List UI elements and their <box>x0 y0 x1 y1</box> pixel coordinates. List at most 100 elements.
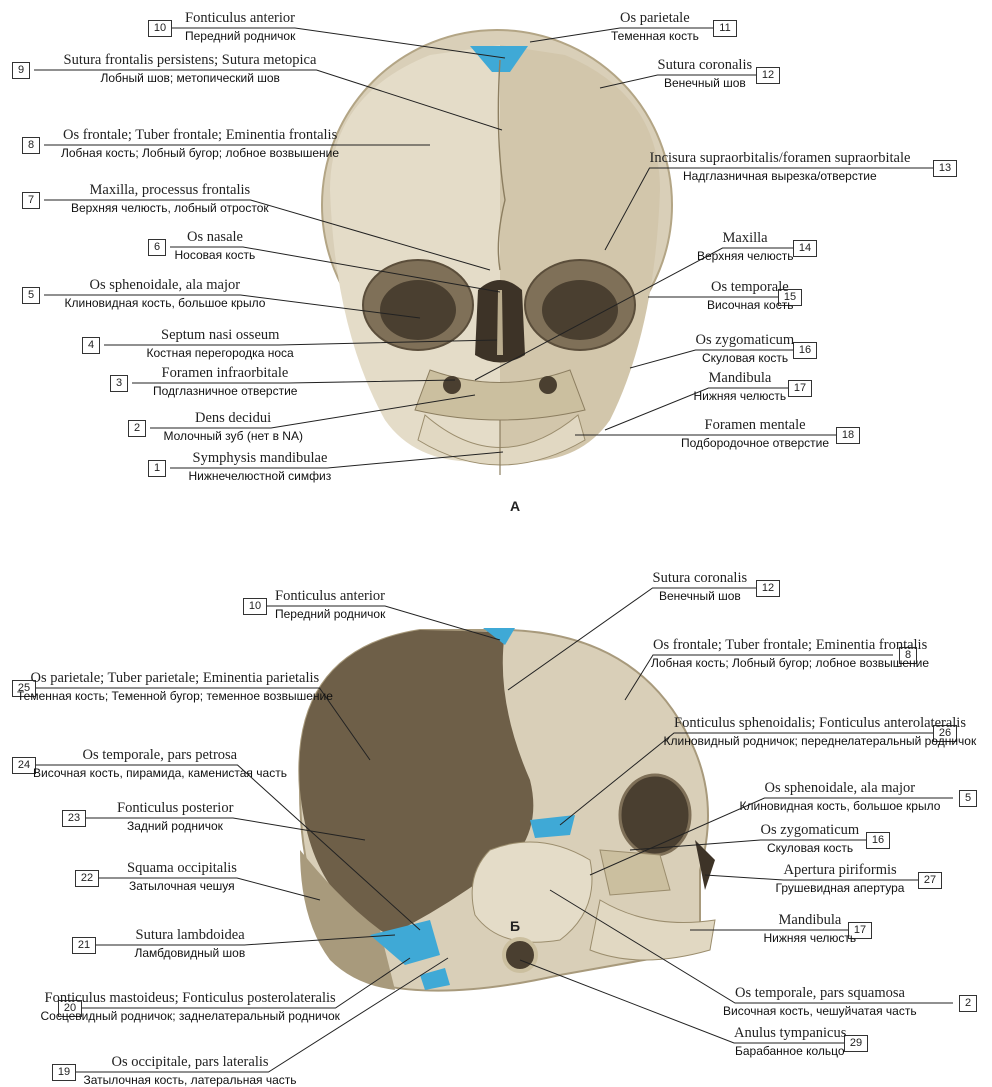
label-latin-term: Foramen mentale <box>705 418 806 433</box>
label-number-badge: 6 <box>148 239 166 256</box>
label-russian-term: Клиновидная кость, большое крыло <box>65 297 266 310</box>
label-russian-term: Височная кость <box>707 299 793 312</box>
label-latin-term: Os parietale; Tuber parietale; Eminentia… <box>31 671 320 686</box>
label-latin-term: Incisura supraorbitalis/foramen supraorb… <box>650 151 911 166</box>
panel-letter-a: А <box>510 498 520 514</box>
label-russian-term: Передний родничок <box>275 608 385 621</box>
label-russian-term: Подглазничное отверстие <box>153 385 297 398</box>
label-number-badge: 4 <box>82 337 100 354</box>
label-latin-term: Os temporale, pars petrosa <box>83 748 238 763</box>
label-latin-term: Mandibula <box>709 371 772 386</box>
label-latin-term: Os temporale <box>711 280 789 295</box>
skull-frontal-view <box>322 30 672 475</box>
label-latin-term: Os zygomaticum <box>696 333 795 348</box>
label-latin-term: Os parietale <box>620 11 690 26</box>
label-number-badge: 12 <box>756 580 780 597</box>
label-russian-term: Надглазничная вырезка/отверстие <box>683 170 877 183</box>
label-latin-term: Sutura coronalis <box>658 58 753 73</box>
label-latin-term: Os occipitale, pars lateralis <box>112 1055 269 1070</box>
label-latin-term: Os temporale, pars squamosa <box>735 986 905 1001</box>
label-russian-term: Грушевидная апертура <box>776 882 905 895</box>
label-latin-term: Fonticulus sphenoidalis; Fonticulus ante… <box>674 716 966 731</box>
label-number-badge: 8 <box>22 137 40 154</box>
label-number-badge: 16 <box>793 342 817 359</box>
label-number-badge: 27 <box>918 872 942 889</box>
label-latin-term: Anulus tympanicus <box>734 1026 846 1041</box>
label-latin-term: Fonticulus anterior <box>275 589 385 604</box>
panel-letter-b: Б <box>510 918 520 934</box>
label-russian-term: Височная кость, чешуйчатая часть <box>723 1005 917 1018</box>
label-number-badge: 23 <box>62 810 86 827</box>
label-number-badge: 11 <box>713 20 737 37</box>
label-russian-term: Венечный шов <box>659 590 741 603</box>
label-latin-term: Sutura lambdoidea <box>136 928 245 943</box>
skull-lateral-view <box>299 628 715 991</box>
label-russian-term: Венечный шов <box>664 77 746 90</box>
label-latin-term: Fonticulus anterior <box>185 11 295 26</box>
label-russian-term: Лобная кость; Лобный бугор; лобное возвы… <box>61 147 339 160</box>
label-latin-term: Os frontale; Tuber frontale; Eminentia f… <box>63 128 337 143</box>
label-russian-term: Носовая кость <box>175 249 256 262</box>
label-russian-term: Верхняя челюсть, лобный отросток <box>71 202 269 215</box>
label-latin-term: Apertura piriformis <box>784 863 897 878</box>
label-russian-term: Нижнечелюстной симфиз <box>189 470 332 483</box>
label-number-badge: 14 <box>793 240 817 257</box>
label-latin-term: Os sphenoidale, ala major <box>765 781 916 796</box>
label-latin-term: Squama occipitalis <box>127 861 237 876</box>
label-latin-term: Sutura coronalis <box>653 571 748 586</box>
label-latin-term: Sutura frontalis persistens; Sutura meto… <box>64 53 317 68</box>
label-number-badge: 18 <box>836 427 860 444</box>
label-latin-term: Os frontale; Tuber frontale; Eminentia f… <box>653 638 927 653</box>
label-number-badge: 12 <box>756 67 780 84</box>
label-russian-term: Лобная кость; Лобный бугор; лобное возвы… <box>651 657 929 670</box>
label-number-badge: 5 <box>22 287 40 304</box>
label-latin-term: Os sphenoidale, ala major <box>90 278 241 293</box>
label-russian-term: Барабанное кольцо <box>735 1045 845 1058</box>
label-number-badge: 7 <box>22 192 40 209</box>
label-number-badge: 13 <box>933 160 957 177</box>
label-russian-term: Нижняя челюсть <box>694 390 787 403</box>
label-russian-term: Скуловая кость <box>767 842 853 855</box>
label-number-badge: 10 <box>148 20 172 37</box>
label-latin-term: Septum nasi osseum <box>161 328 279 343</box>
label-russian-term: Ламбдовидный шов <box>135 947 246 960</box>
label-russian-term: Теменная кость; Теменной бугор; теменное… <box>17 690 333 703</box>
label-russian-term: Костная перегородка носа <box>147 347 294 360</box>
label-russian-term: Задний родничок <box>127 820 223 833</box>
label-russian-term: Подбородочное отверстие <box>681 437 829 450</box>
label-russian-term: Сосцевидный родничок; заднелатеральный р… <box>41 1010 340 1023</box>
label-russian-term: Клиновидный родничок; переднелатеральный… <box>664 735 977 748</box>
label-latin-term: Fonticulus posterior <box>117 801 233 816</box>
label-latin-term: Foramen infraorbitale <box>162 366 289 381</box>
label-russian-term: Скуловая кость <box>702 352 788 365</box>
label-number-badge: 2 <box>959 995 977 1012</box>
label-russian-term: Молочный зуб (нет в NA) <box>164 430 303 443</box>
label-number-badge: 9 <box>12 62 30 79</box>
label-latin-term: Dens decidui <box>195 411 271 426</box>
label-number-badge: 10 <box>243 598 267 615</box>
label-latin-term: Maxilla, processus frontalis <box>90 183 251 198</box>
label-latin-term: Fonticulus mastoideus; Fonticulus poster… <box>45 991 336 1006</box>
label-number-badge: 3 <box>110 375 128 392</box>
label-latin-term: Os zygomaticum <box>761 823 860 838</box>
label-latin-term: Maxilla <box>723 231 768 246</box>
label-russian-term: Теменная кость <box>611 30 699 43</box>
label-russian-term: Нижняя челюсть <box>764 932 857 945</box>
label-russian-term: Затылочная чешуя <box>129 880 235 893</box>
label-latin-term: Os nasale <box>187 230 243 245</box>
label-latin-term: Mandibula <box>779 913 842 928</box>
label-russian-term: Височная кость, пирамида, каменистая час… <box>33 767 287 780</box>
label-number-badge: 22 <box>75 870 99 887</box>
label-russian-term: Лобный шов; метопический шов <box>101 72 280 85</box>
label-number-badge: 5 <box>959 790 977 807</box>
label-number-badge: 1 <box>148 460 166 477</box>
label-number-badge: 17 <box>788 380 812 397</box>
label-russian-term: Передний родничок <box>185 30 295 43</box>
label-number-badge: 21 <box>72 937 96 954</box>
label-russian-term: Затылочная кость, латеральная часть <box>84 1074 297 1087</box>
label-number-badge: 2 <box>128 420 146 437</box>
label-number-badge: 19 <box>52 1064 76 1081</box>
label-russian-term: Клиновидная кость, большое крыло <box>740 800 941 813</box>
label-number-badge: 29 <box>844 1035 868 1052</box>
